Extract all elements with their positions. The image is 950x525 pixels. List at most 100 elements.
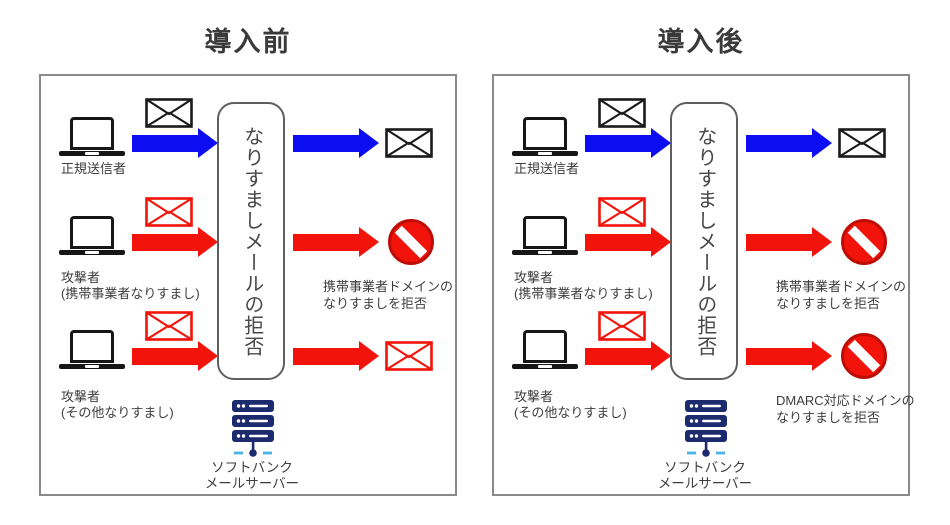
laptop-base [512,250,578,255]
panel-title-before: 導入前 [204,27,292,57]
output-label: DMARC対応ドメインのなりすましを拒否 [776,392,915,426]
output-label-line: なりすましを拒否 [776,410,881,425]
sender-label: 攻撃者(携帯事業者なりすまし) [61,270,200,302]
laptop-base [512,364,578,369]
flow-arrow-out [746,227,832,257]
laptop-notch [85,152,99,155]
output-label: 携帯事業者ドメインのなりすましを拒否 [776,278,906,312]
server-label-line2: メールサーバー [204,476,300,491]
blocked-bar [847,339,881,373]
blocked-icon [841,219,887,265]
flow-arrow-out-head [359,128,379,158]
sender-label-line: (携帯事業者なりすまし) [514,286,653,301]
panel-after: 導入後なりすましメールの拒否正規送信者攻撃者(携帯事業者なりすまし)携帯事業者ド… [492,24,915,496]
flow-arrow-in-head [651,227,671,257]
blocked-bar [394,225,428,259]
laptop-base [512,151,578,156]
flow-arrow-in [585,128,671,158]
flow-arrow-in-head [651,341,671,371]
flow-arrow-in-head [198,227,218,257]
sender-label-line: 攻撃者 [514,389,554,404]
server-icon [227,400,279,460]
output-label-line: なりすましを拒否 [323,296,428,311]
flow-arrow-out [293,341,379,371]
mail-out-icon [385,128,433,158]
sender-label-line: 攻撃者 [514,270,554,285]
laptop-screen [523,330,567,363]
laptop-notch [85,365,99,368]
laptop-icon [512,330,578,369]
output-label-line: DMARC対応ドメインの [776,393,915,408]
flow-arrow-out-body [293,233,359,251]
flow-arrow-in [132,227,218,257]
laptop-icon [512,117,578,156]
laptop-base [59,250,125,255]
mail-icon [145,311,193,341]
flow-arrow-in-body [585,134,651,152]
flow-arrow-out-head [359,341,379,371]
mail-icon [598,98,646,128]
sender-label-line: (携帯事業者なりすまし) [61,286,200,301]
mail-icon [598,197,646,227]
flow-arrow-in-body [132,233,198,251]
laptop-base [59,364,125,369]
sender-label-line: 正規送信者 [61,161,127,176]
panel-box-after: なりすましメールの拒否正規送信者攻撃者(携帯事業者なりすまし)携帯事業者ドメイン… [492,74,915,496]
mail-icon [145,98,193,128]
mail-icon [598,311,646,341]
server-label-line1: ソフトバンク [211,460,293,475]
panel-before: 導入前なりすましメールの拒否正規送信者攻撃者(携帯事業者なりすまし)携帯事業者ド… [39,24,457,496]
output-label: 携帯事業者ドメインのなりすましを拒否 [323,278,453,312]
server-label: ソフトバンクメールサーバー [618,460,792,492]
flow-arrow-out [746,128,832,158]
laptop-notch [538,365,552,368]
output-label-line: 携帯事業者ドメインの [776,279,907,294]
flow-arrow-in-body [132,134,198,152]
flow-arrow-in [132,341,218,371]
laptop-screen [523,117,567,150]
flow-arrow-out-body [746,233,812,251]
blocked-icon [388,219,434,265]
filter-label: なりすましメールの拒否 [240,125,263,357]
flow-arrow-out-body [293,134,359,152]
laptop-notch [538,251,552,254]
laptop-notch [538,152,552,155]
sender-label-line: 攻撃者 [61,389,101,404]
filter-label: なりすましメールの拒否 [693,125,716,357]
flow-arrow-in-body [585,347,651,365]
sender-label-line: (その他なりすまし) [514,405,627,420]
server-label-line2: メールサーバー [657,476,753,491]
flow-arrow-in [585,227,671,257]
laptop-icon [59,117,125,156]
flow-arrow-in-body [585,233,651,251]
server-label-line1: ソフトバンク [664,460,746,475]
mail-out-icon [838,128,886,158]
sender-label-line: 攻撃者 [61,270,101,285]
flow-arrow-in-body [132,347,198,365]
server-label: ソフトバンクメールサーバー [165,460,339,492]
laptop-base [59,151,125,156]
filter-box: なりすましメールの拒否 [670,102,738,380]
panel-box-before: なりすましメールの拒否正規送信者攻撃者(携帯事業者なりすまし)携帯事業者ドメイン… [39,74,457,496]
laptop-screen [523,216,567,249]
flow-arrow-in [585,341,671,371]
flow-arrow-out-head [812,128,832,158]
sender-label: 攻撃者(その他なりすまし) [514,389,627,421]
sender-label: 攻撃者(携帯事業者なりすまし) [514,270,653,302]
flow-arrow-out-body [746,134,812,152]
flow-arrow-in [132,128,218,158]
flow-arrow-out-head [812,341,832,371]
laptop-icon [59,330,125,369]
laptop-screen [70,117,114,150]
sender-label-line: (その他なりすまし) [61,405,174,420]
server-icon [680,400,732,460]
flow-arrow-in-head [198,341,218,371]
output-label-line: 携帯事業者ドメインの [323,279,454,294]
mail-icon [145,197,193,227]
flow-arrow-in-head [651,128,671,158]
laptop-screen [70,216,114,249]
laptop-icon [512,216,578,255]
laptop-icon [59,216,125,255]
blocked-icon [841,333,887,379]
